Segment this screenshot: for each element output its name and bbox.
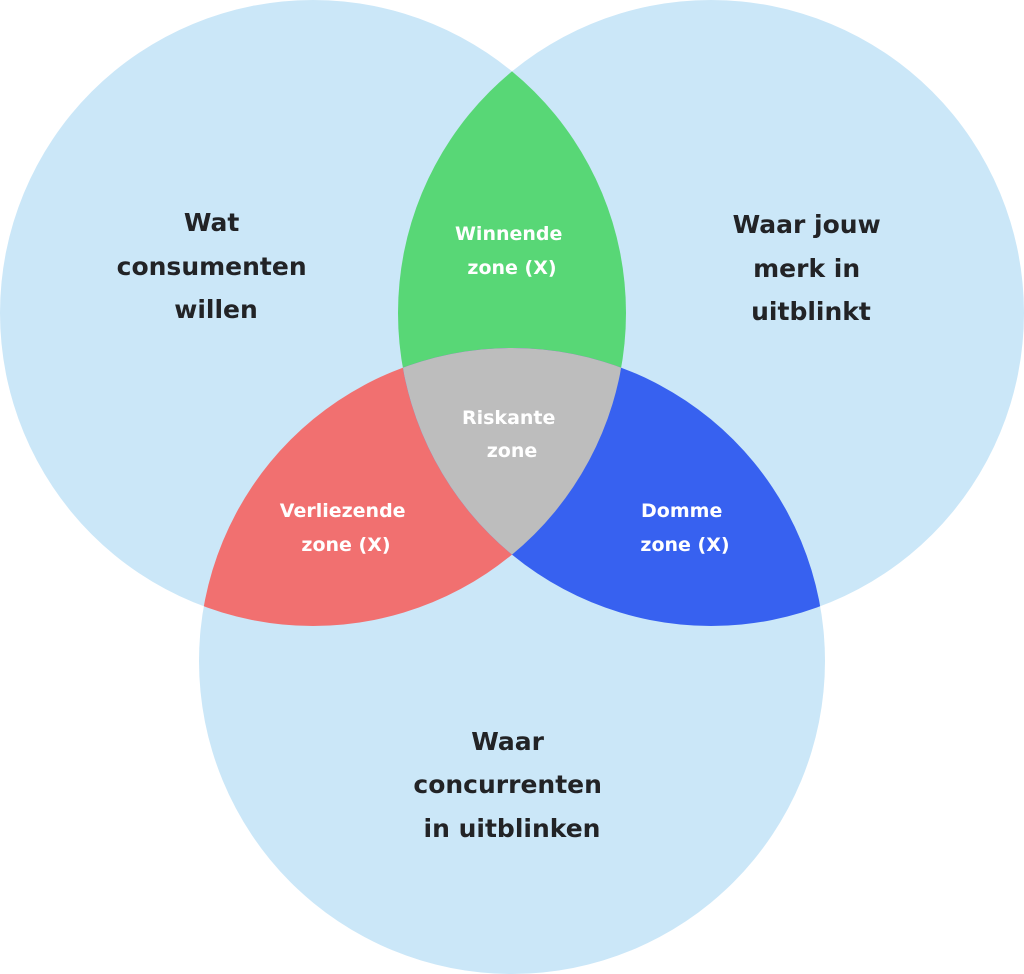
label-winning-zone: Winnende zone (X) bbox=[455, 223, 569, 279]
label-risky-zone: Riskante zone bbox=[462, 407, 562, 462]
zone-dumb bbox=[398, 348, 825, 626]
label-competitors: Waar concurrenten in uitblinken bbox=[413, 727, 610, 843]
label-consumers: Wat consumenten willen bbox=[117, 208, 316, 324]
label-losing-zone: Verliezende zone (X) bbox=[280, 500, 412, 556]
zone-losing bbox=[199, 348, 626, 626]
label-dumb-zone: Domme zone (X) bbox=[640, 500, 729, 556]
label-brand: Waar jouw merk in uitblinkt bbox=[733, 210, 890, 326]
